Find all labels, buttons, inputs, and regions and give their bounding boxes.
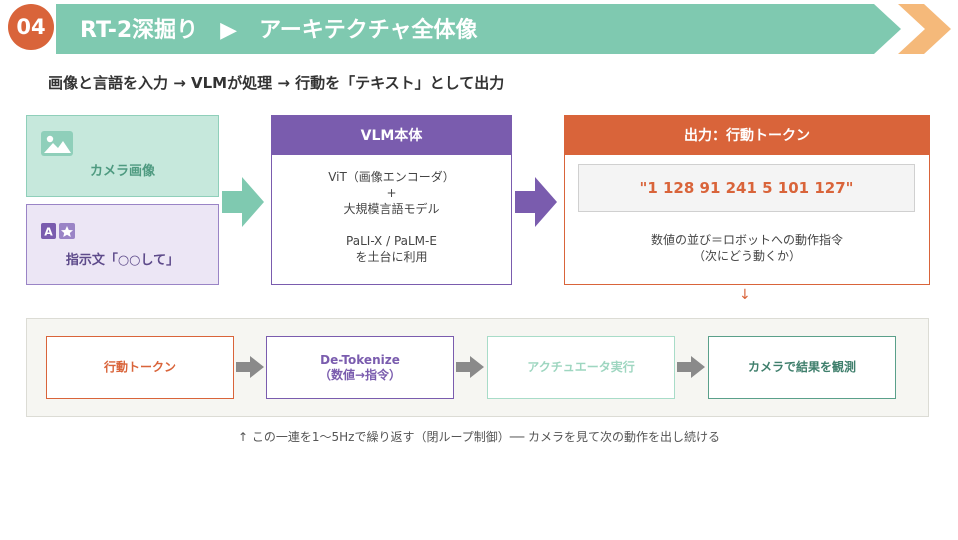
camera-image-label: カメラ画像 [89, 164, 155, 179]
section-number-badge: 04 [8, 4, 54, 50]
down-arrow-icon: ↓ [739, 287, 751, 303]
page-title: RT-2深掘り ▶ アーキテクチャ全体像 [80, 18, 478, 43]
action-token-string: "1 128 91 241 5 101 127" [578, 164, 915, 212]
arrow-right-icon [456, 356, 484, 378]
translate-icon: A [41, 223, 75, 239]
output-description: 数値の並び＝ロボットへの動作指令 [650, 233, 843, 247]
output-description-sub: （次にどう動くか） [692, 249, 801, 263]
output-title: 出力：行動トークン [564, 115, 930, 155]
instruction-label: 指示文「○○して」 [65, 253, 180, 268]
chevron-right-icon [898, 4, 951, 54]
vlm-llm-text: 大規模言語モデル [343, 202, 440, 216]
arrow-right-icon [222, 177, 264, 227]
image-icon [41, 131, 73, 156]
camera-image-box [26, 115, 219, 197]
loop-step-actuator: アクチュエータ実行 [487, 336, 675, 399]
instruction-box [26, 204, 219, 285]
vlm-base-model-text: PaLI-X / PaLM-E [346, 234, 437, 248]
arrow-right-icon [515, 177, 557, 227]
svg-text:A: A [44, 226, 53, 239]
vlm-title: VLM本体 [271, 115, 512, 155]
loop-step-observe: カメラで結果を観測 [708, 336, 896, 399]
loop-step-detokenize: De-Tokenize （数値→指令） [266, 336, 454, 399]
arrow-right-icon [236, 356, 264, 378]
header-banner [56, 4, 951, 54]
arrow-right-icon [677, 356, 705, 378]
vlm-encoder-text: ViT（画像エンコーダ） [328, 170, 455, 184]
flow-summary: 画像と言語を入力 → VLMが処理 → 行動を「テキスト」として出力 [48, 74, 505, 92]
vlm-base-usage-text: を土台に利用 [355, 250, 428, 264]
loop-step-action-token: 行動トークン [46, 336, 234, 399]
loop-footnote: ↑ この一連を1～5Hzで繰り返す（閉ループ制御）── カメラを見て次の動作を出… [237, 430, 720, 444]
vlm-plus-text: + [386, 186, 397, 200]
